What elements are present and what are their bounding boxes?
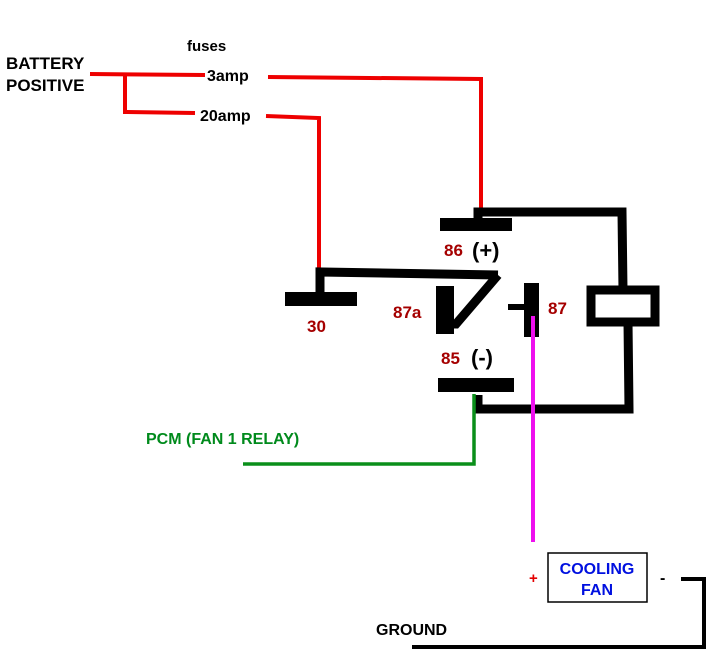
ground-label: GROUND	[376, 622, 447, 639]
wire-battery-to-3amp-fuse	[89, 72, 206, 77]
pin-87-nub	[508, 304, 526, 310]
fan-plus-label: +	[529, 570, 538, 587]
pin-87a-label: 87a	[393, 303, 422, 322]
pin-86-label: 86	[444, 241, 463, 260]
battery-label-line1: BATTERY	[6, 54, 85, 73]
fan-label-line1: COOLING	[560, 561, 635, 578]
relay-coil	[586, 285, 660, 327]
pin-85-polarity: (-)	[471, 345, 493, 370]
pin-86-terminal	[440, 218, 512, 231]
fuse-20amp-label: 20amp	[200, 108, 251, 125]
pin-87a-contact	[436, 286, 454, 334]
wire-pcm-to-pin-85	[243, 394, 476, 466]
pcm-label: PCM (FAN 1 RELAY)	[146, 431, 299, 448]
common-contact-wire	[315, 267, 499, 296]
coil-wire-bottom	[473, 321, 634, 414]
pin-85-label: 85	[441, 349, 460, 368]
fan-label-line2: FAN	[581, 582, 613, 599]
fan-minus-label: -	[660, 570, 665, 587]
wire-3amp-fuse-to-pin-86	[267, 75, 483, 216]
pin-87-label: 87	[548, 299, 567, 318]
pin-86-polarity: (+)	[472, 238, 500, 263]
cooling-fan-box	[547, 552, 648, 603]
wire-battery-to-20amp-fuse	[123, 74, 196, 115]
fuses-label: fuses	[187, 38, 226, 55]
pin-85-terminal	[438, 378, 514, 392]
pin-30-terminal	[285, 292, 357, 306]
wire-20amp-fuse-to-pin-30	[265, 114, 321, 299]
pin-87-contact	[524, 283, 539, 337]
coil-wire-top	[473, 207, 628, 291]
pin-30-label: 30	[307, 317, 326, 336]
battery-label-line2: POSITIVE	[6, 76, 84, 95]
relay	[285, 207, 660, 414]
fuse-3amp-label: 3amp	[207, 68, 249, 85]
switch-arm	[450, 272, 502, 329]
wire-fan-to-ground	[412, 577, 706, 649]
